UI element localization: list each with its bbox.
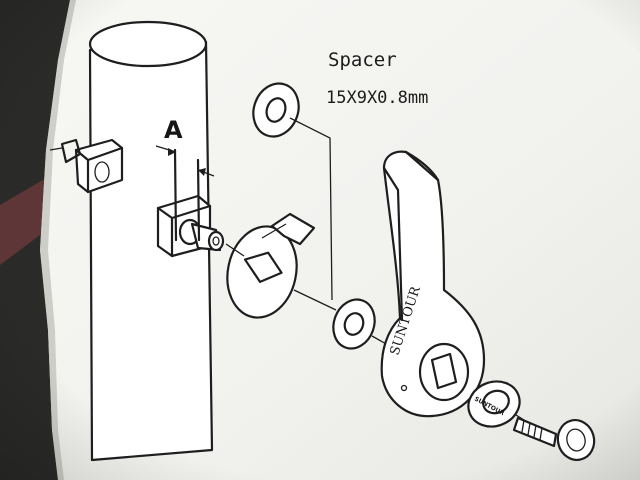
dimension-a-label: A <box>164 116 183 144</box>
ring-nut: SUNTOUR <box>467 380 521 428</box>
clamp-plate <box>226 212 316 319</box>
dimension-a-marker: A <box>155 116 215 242</box>
shifter-boss <box>156 194 225 258</box>
spacer-title-label: Spacer <box>328 49 397 71</box>
spacer-washer-lower <box>332 298 376 350</box>
spacer-dimensions-label: 15X9X0.8mm <box>326 88 428 108</box>
clamp-bolt <box>512 416 596 461</box>
left-clamp-block <box>49 138 124 194</box>
spacer-washer-top <box>252 82 300 138</box>
